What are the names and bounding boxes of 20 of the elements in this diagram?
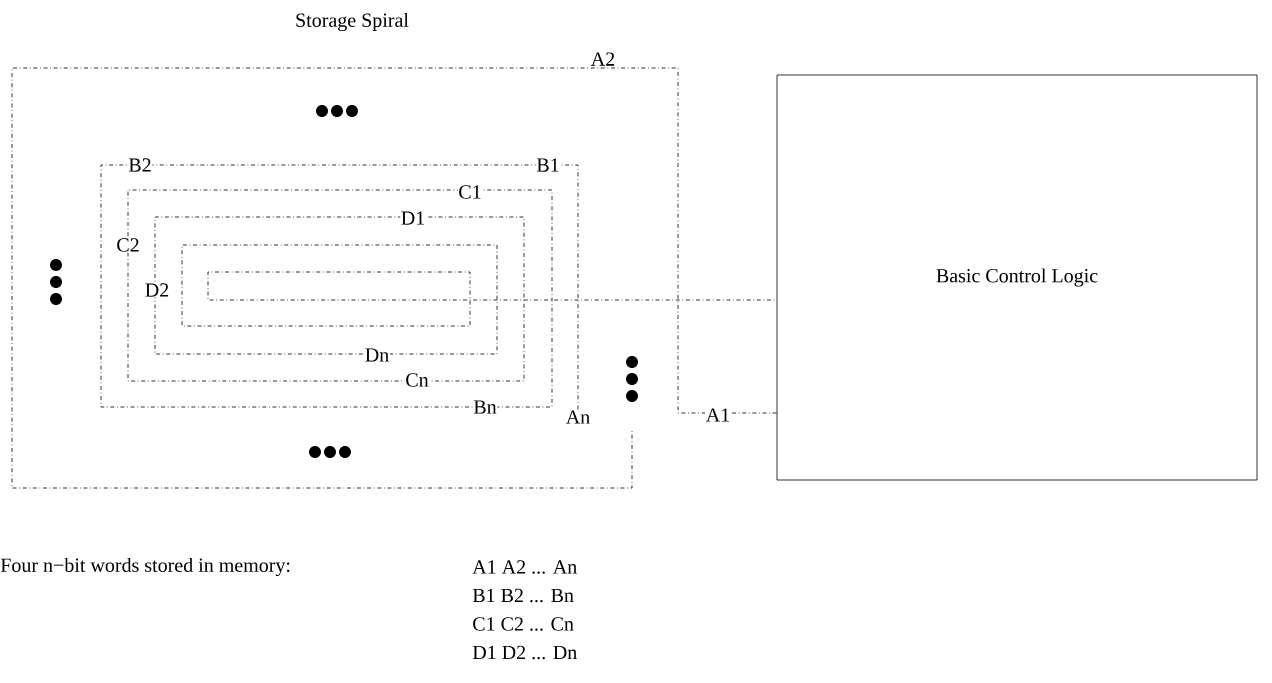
line-label: B1: [535, 157, 561, 173]
word-list-line: B1 B2 ... Bn: [472, 588, 574, 603]
word-list-line: D1 D2 ... Dn: [472, 645, 577, 660]
line-label: An: [565, 410, 590, 424]
title: Storage Spiral: [296, 12, 409, 32]
line-label: C1: [457, 184, 483, 200]
note-text: Four n−bit words stored in memory:: [0, 557, 290, 577]
line-label: A2: [590, 51, 616, 67]
line-label: Bn: [472, 399, 498, 415]
line-label: D1: [400, 210, 426, 226]
logic-box: Basic Control Logic: [776, 74, 1258, 481]
line-label: D2: [144, 282, 170, 298]
line-label: Dn: [364, 347, 390, 363]
line-label: C2: [115, 237, 141, 253]
line-label: Cn: [404, 372, 430, 388]
word-list-line: C1 C2 ... Cn: [473, 617, 574, 631]
signal-line: [11, 67, 777, 489]
word-list-line: A1 A2 ... An: [472, 560, 577, 574]
line-label: A1: [705, 407, 731, 423]
line-label: B2: [127, 157, 153, 173]
